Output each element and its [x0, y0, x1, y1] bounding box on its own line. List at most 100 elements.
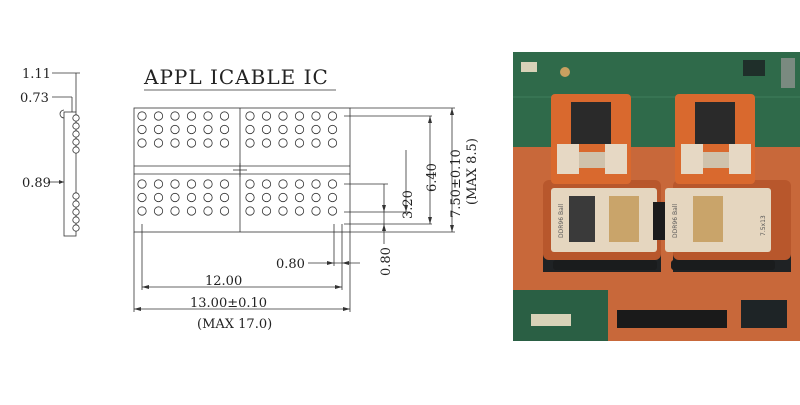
solder-ball	[186, 111, 197, 121]
socket-size-label: 7.5x13	[760, 215, 767, 236]
solder-ball	[327, 179, 338, 189]
solder-ball	[311, 124, 321, 135]
solder-ball	[261, 192, 272, 203]
socket-photo: DDR96 Ball DDR96 Ball 7.5x13	[513, 52, 800, 341]
socket-base-right: DDR96 Ball 7.5x13	[665, 188, 771, 252]
solder-ball	[311, 206, 321, 216]
solder-ball	[137, 124, 147, 135]
package-outline	[133, 107, 351, 233]
solder-ball	[137, 111, 147, 121]
solder-ball	[327, 138, 338, 148]
solder-ball	[294, 124, 305, 135]
solder-ball	[153, 111, 164, 121]
solder-ball	[311, 192, 321, 203]
dim-array-width: 12.00	[205, 274, 242, 289]
side-view	[50, 72, 80, 237]
solder-ball	[137, 138, 147, 148]
solder-ball	[153, 124, 164, 135]
technical-drawing: APPL ICABLE IC 1.11 0.73 0.89	[20, 65, 480, 332]
solder-ball	[170, 179, 180, 189]
solder-ball	[137, 179, 147, 189]
socket-lid-right	[675, 94, 755, 184]
pin-header	[617, 310, 727, 328]
solder-ball	[327, 206, 338, 216]
dim-overall-height: 7.50±0.10	[449, 149, 464, 218]
dim-pitch-x: 0.80	[276, 257, 305, 272]
solder-ball	[203, 138, 213, 148]
dim-pitch-y: 0.80	[379, 247, 394, 276]
solder-ball	[219, 124, 230, 135]
solder-ball	[311, 138, 321, 148]
solder-ball	[137, 192, 147, 203]
solder-ball	[203, 179, 213, 189]
solder-ball	[261, 179, 272, 189]
solder-ball	[261, 206, 272, 216]
socket-base-left: DDR96 Ball	[551, 188, 657, 252]
side-dim-top: 1.11	[22, 67, 51, 82]
solder-ball	[278, 111, 288, 121]
solder-ball	[153, 179, 164, 189]
solder-ball	[245, 124, 255, 135]
solder-ball	[219, 206, 230, 216]
socket-label-left: DDR96 Ball	[558, 204, 565, 238]
solder-ball	[170, 192, 180, 203]
solder-ball	[245, 138, 255, 148]
solder-ball	[203, 206, 213, 216]
solder-ball	[203, 192, 213, 203]
side-view-body	[63, 111, 77, 237]
solder-ball	[219, 111, 230, 121]
solder-ball	[153, 192, 164, 203]
solder-ball	[153, 206, 164, 216]
solder-ball	[170, 124, 180, 135]
solder-ball	[203, 111, 213, 121]
solder-ball	[294, 206, 305, 216]
solder-ball	[261, 138, 272, 148]
solder-ball	[261, 111, 272, 121]
solder-ball	[170, 138, 180, 148]
solder-ball	[137, 206, 147, 216]
solder-ball	[186, 192, 197, 203]
solder-ball	[186, 138, 197, 148]
solder-ball	[153, 138, 164, 148]
solder-ball	[327, 124, 338, 135]
solder-ball	[294, 111, 305, 121]
solder-ball	[278, 138, 288, 148]
side-dim-mid: 0.73	[20, 91, 49, 106]
socket-lid-left	[551, 94, 631, 184]
solder-ball	[186, 124, 197, 135]
solder-ball	[294, 179, 305, 189]
solder-ball	[203, 124, 213, 135]
solder-ball	[186, 179, 197, 189]
solder-ball	[311, 179, 321, 189]
solder-ball	[294, 192, 305, 203]
solder-ball	[278, 192, 288, 203]
solder-ball	[219, 192, 230, 203]
solder-ball	[219, 138, 230, 148]
solder-ball	[170, 206, 180, 216]
solder-ball	[245, 179, 255, 189]
solder-ball	[245, 111, 255, 121]
dim-overall-width: 13.00±0.10	[190, 296, 267, 311]
solder-ball	[327, 192, 338, 203]
dim-array-height: 6.40	[425, 163, 440, 192]
dim-overall-height-max: (MAX 8.5)	[465, 138, 480, 205]
solder-ball	[219, 179, 230, 189]
socket-label-right: DDR96 Ball	[672, 204, 679, 238]
solder-ball	[278, 179, 288, 189]
dim-group-height: 3.20	[401, 190, 416, 219]
drawing-title: APPL ICABLE IC	[143, 65, 329, 89]
solder-ball	[261, 124, 272, 135]
solder-ball	[170, 111, 180, 121]
solder-ball	[327, 111, 338, 121]
ball-grid	[137, 111, 338, 216]
solder-ball	[278, 124, 288, 135]
solder-ball	[294, 138, 305, 148]
solder-ball	[311, 111, 321, 121]
solder-ball	[245, 192, 255, 203]
solder-ball	[245, 206, 255, 216]
dim-overall-width-max: (MAX 17.0)	[197, 317, 272, 332]
solder-ball	[186, 206, 197, 216]
solder-ball	[278, 206, 288, 216]
side-dim-low: 0.89	[22, 176, 51, 191]
top-view	[133, 107, 455, 312]
